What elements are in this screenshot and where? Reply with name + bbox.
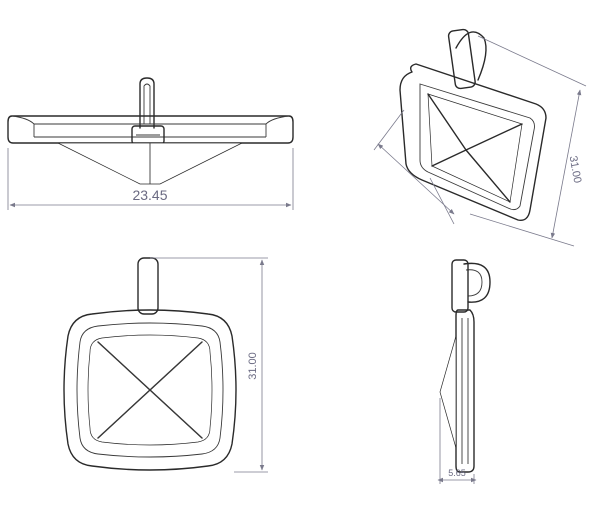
front-bail-chain [137,257,159,315]
iso-bail-chain [447,28,476,90]
side-pave-pyramid [439,335,457,449]
front-view: 31.00 [63,257,268,473]
top-bail-loop [139,77,155,129]
top-plate-bevel-right [265,115,290,137]
iso-plate-outer [399,63,547,221]
front-plate-outer [63,309,237,471]
front-height-dimension-label: 31.00 [247,352,259,380]
width-dimension-label: 23.45 [132,187,167,203]
top-view: 23.45 [7,77,294,210]
side-bail-loop [463,262,491,303]
side-bail-chain [451,259,469,313]
top-plate-outer [7,115,294,144]
iso-bail-loop [455,31,487,81]
side-depth-dimension-label: 5.65 [448,468,466,478]
front-plate-bevel [76,322,224,458]
side-view: 5.65 [437,259,491,484]
top-bail-inner [143,83,151,124]
iso-pave-field [427,93,523,203]
side-plate-edge [455,309,475,473]
iso-height-dimension-label: 31.00 [567,155,584,184]
top-plate-bevel-left [11,115,35,137]
isometric-view: 31.00 [373,28,587,247]
